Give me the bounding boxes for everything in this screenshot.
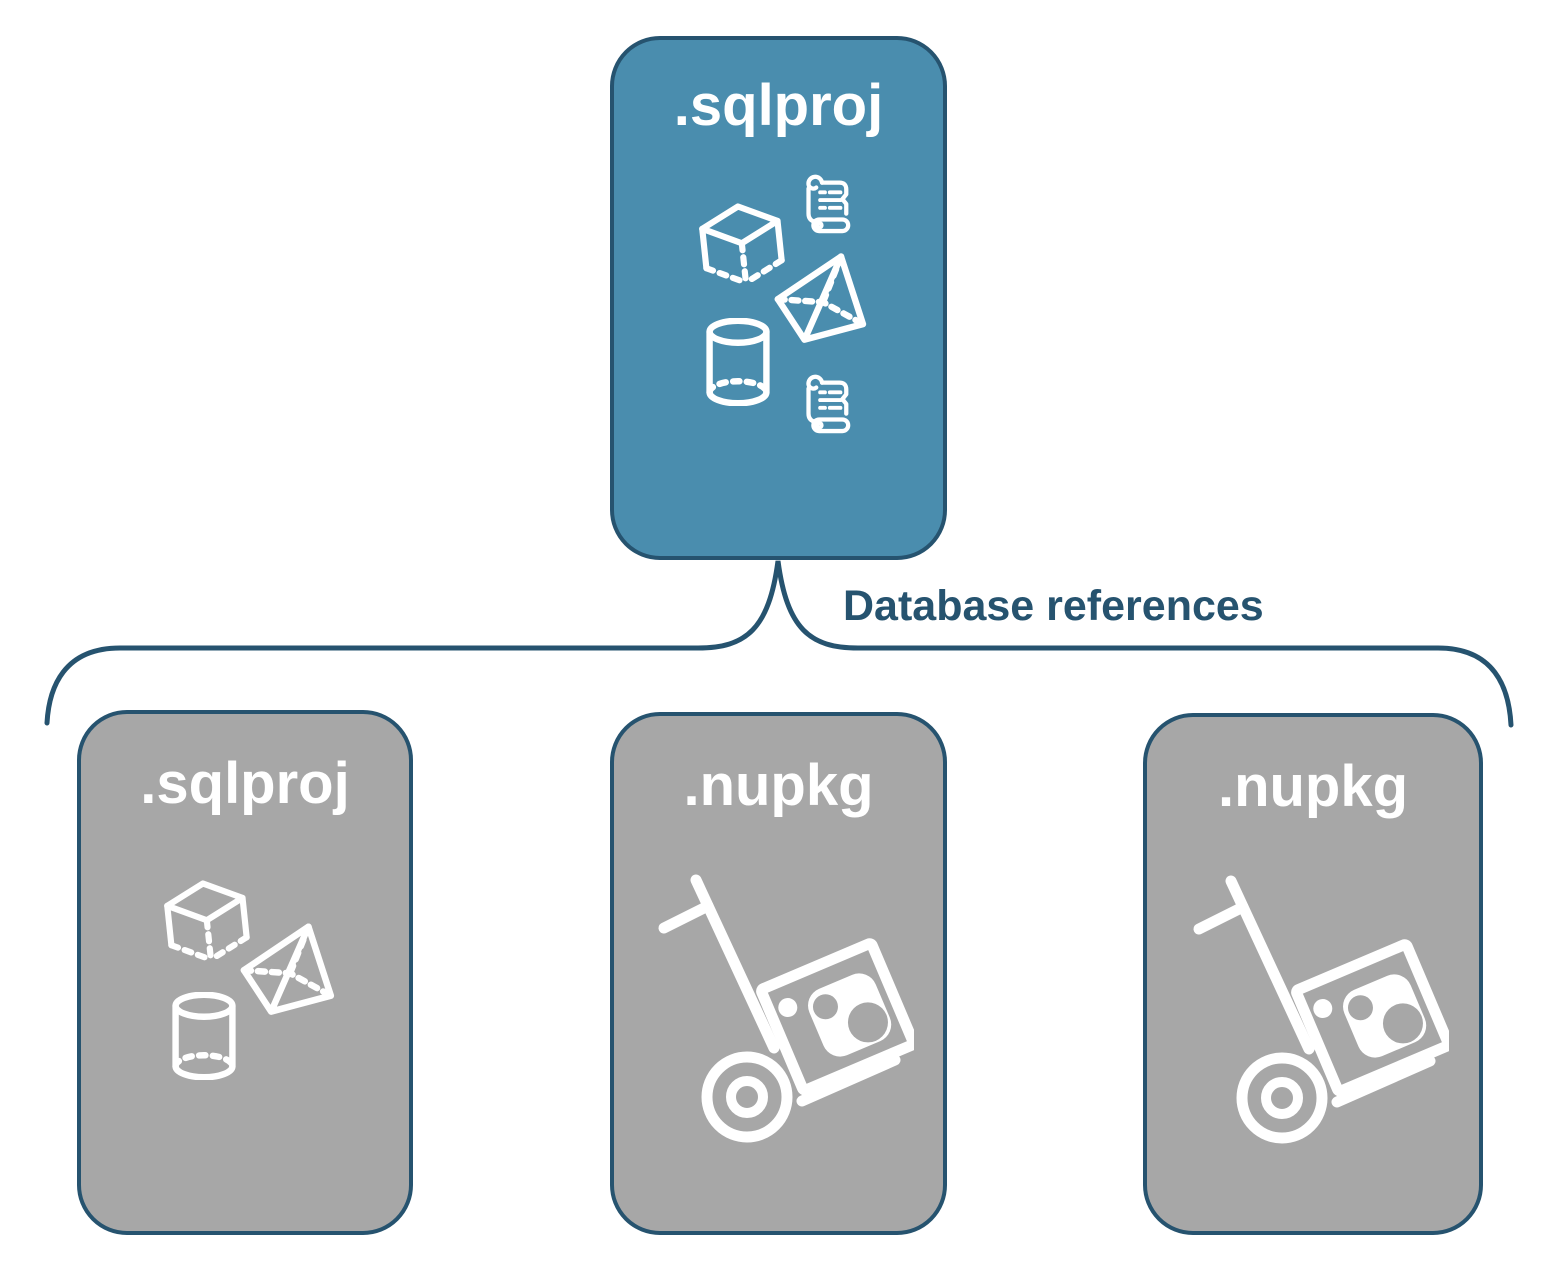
pyramid-icon [231,910,347,1026]
database-cylinder-icon [702,318,774,406]
handtruck-package-icon [1185,869,1449,1151]
database-cylinder-icon [169,992,239,1080]
node-title: .nupkg [683,753,874,818]
scroll-icon [794,170,854,236]
brace-connector [44,560,1514,728]
cube-icon [159,873,256,972]
pyramid-icon [764,240,879,354]
node-sqlproj-child: .sqlproj [77,710,413,1235]
node-title: .nupkg [1217,754,1409,819]
handtruck-package-icon [650,868,914,1150]
node-title: .sqlproj [140,751,350,816]
node-title: .sqlproj [673,73,884,138]
connector-label: Database references [843,582,1264,630]
node-nupkg-child-1: .nupkg [610,712,947,1235]
node-sqlproj-root: .sqlproj [610,36,947,560]
scroll-icon [794,370,854,436]
cube-icon [694,196,791,295]
node-nupkg-child-2: .nupkg [1143,713,1483,1235]
